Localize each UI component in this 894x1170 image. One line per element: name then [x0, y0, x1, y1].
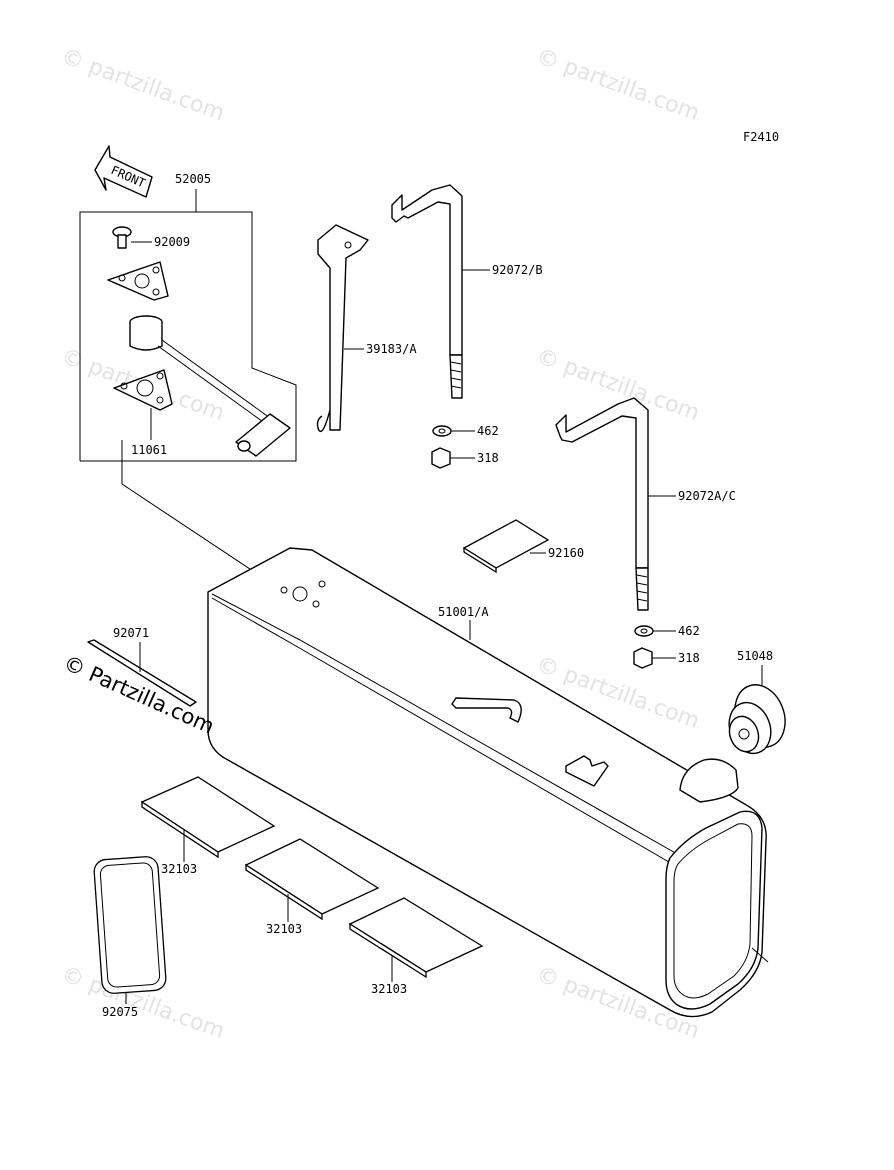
- washer-icon: [432, 425, 475, 437]
- nut-icon: [633, 647, 676, 669]
- part-label-92072ac: 92072A/C: [678, 489, 736, 503]
- part-label-92075: 92075: [102, 1005, 138, 1019]
- part-label-92009: 92009: [154, 235, 190, 249]
- pad-32103-c: [348, 897, 484, 982]
- fuel-gauge-assembly: 52005 92009 11061: [79, 172, 297, 462]
- fuel-sender-unit: [129, 315, 291, 457]
- washer-icon: [634, 625, 676, 637]
- part-label-52005: 52005: [175, 172, 211, 186]
- part-label-462-b: 462: [678, 624, 700, 638]
- gasket-top: [107, 261, 169, 301]
- tank-band-b: [391, 184, 490, 399]
- part-label-92160: 92160: [548, 546, 584, 560]
- part-label-32103-a: 32103: [161, 862, 197, 876]
- part-label-318-a: 318: [477, 451, 499, 465]
- figure-code: F2410: [743, 130, 779, 144]
- stay-bracket: [316, 224, 369, 433]
- screw-icon: [112, 226, 152, 249]
- part-label-92071: 92071: [113, 626, 149, 640]
- part-label-32103-c: 32103: [371, 982, 407, 996]
- part-label-318-b: 318: [678, 651, 700, 665]
- part-label-51048: 51048: [737, 649, 773, 663]
- part-label-39183a: 39183/A: [366, 342, 417, 356]
- watermark: © partzilla.com: [533, 44, 703, 126]
- pad-32103-a: [140, 776, 276, 862]
- part-label-51001a: 51001/A: [438, 605, 489, 619]
- watermark: © partzilla.com: [58, 44, 228, 126]
- fuel-tank: [207, 547, 769, 1018]
- copyright-text: © Partzilla.com: [60, 651, 218, 739]
- strip-92071: [87, 639, 197, 707]
- part-label-11061: 11061: [131, 443, 167, 457]
- part-label-462-a: 462: [477, 424, 499, 438]
- nut-icon: [431, 447, 475, 469]
- fuel-cap: [728, 665, 786, 755]
- part-label-92072b: 92072/B: [492, 263, 543, 277]
- front-arrow-icon: FRONT: [94, 145, 153, 198]
- pad-32103-b: [244, 838, 380, 922]
- tank-band-ac: [555, 397, 676, 611]
- pad-92075: [93, 856, 167, 1004]
- part-label-32103-b: 32103: [266, 922, 302, 936]
- pad-92160: [462, 519, 550, 574]
